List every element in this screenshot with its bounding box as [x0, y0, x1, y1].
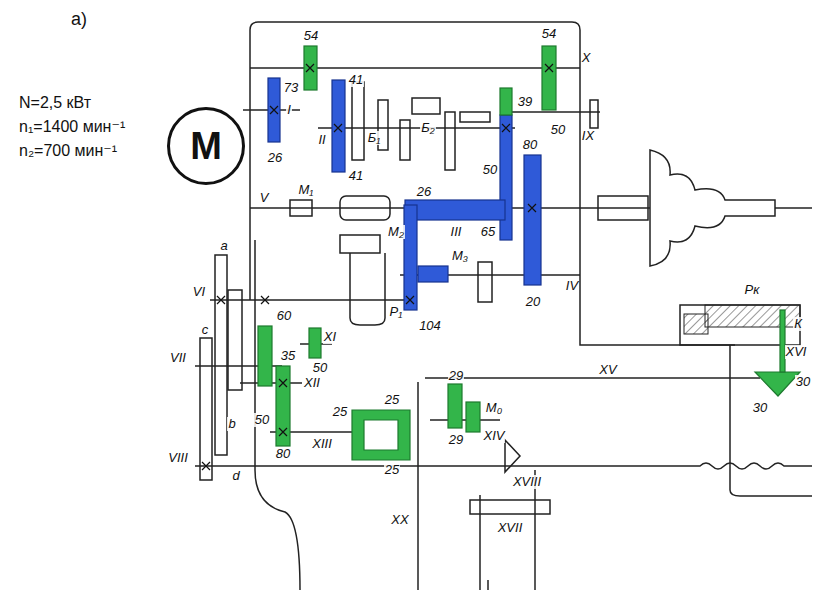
block-name: Б₂: [420, 121, 435, 135]
gear-teeth-number: 73: [283, 81, 299, 95]
shaft-number: II: [317, 133, 326, 147]
shaft-number: XIII: [311, 437, 333, 451]
clutch-name: M₂: [387, 225, 405, 239]
handle-name: Р₁: [389, 305, 404, 319]
gear-teeth-number: 29: [448, 369, 464, 383]
gear-teeth-number: 54: [541, 27, 557, 41]
gear-teeth-number: 20: [525, 295, 541, 309]
shaft-number: X: [581, 51, 592, 65]
shaft-number: XIV: [483, 429, 506, 443]
shaft-number: IV: [565, 279, 579, 293]
shaft-number: XV: [598, 363, 617, 377]
gear-teeth-number: 60: [276, 309, 292, 323]
shaft-number: V: [259, 191, 270, 205]
gear-teeth-number: 54: [303, 29, 319, 43]
clutch-name: M₁: [298, 183, 315, 197]
gear-letter: d: [231, 469, 240, 483]
gear-letter: a: [219, 239, 228, 253]
gear-teeth-number: 80: [275, 447, 291, 461]
motor-spec: N=2,5 кВт: [18, 94, 92, 112]
gear-letter: c: [201, 323, 210, 337]
gear-teeth-number: 41: [348, 169, 364, 183]
shaft-number: XI: [323, 330, 337, 344]
clutch-name: M₃: [451, 249, 469, 263]
gear-teeth-number: 30: [752, 401, 768, 415]
gear-teeth-number: 80: [522, 138, 538, 152]
gear-teeth-number: 65: [480, 225, 496, 239]
motor-spec: n₂=700 мин⁻¹: [18, 142, 118, 160]
gear-teeth-number: 26: [267, 151, 283, 165]
shaft-number: XII: [303, 376, 321, 390]
shaft-number: XVII: [497, 521, 524, 535]
gear-teeth-number: 104: [418, 319, 442, 333]
gear-teeth-number: 50: [254, 413, 270, 427]
shaft-number: I: [286, 103, 292, 117]
motor-letter: M: [190, 125, 222, 168]
gear-teeth-number: 29: [448, 433, 464, 447]
gear-teeth-number: 25: [332, 405, 348, 419]
gear-teeth-number: 25: [384, 463, 400, 477]
part-name: Рк: [744, 283, 761, 297]
block-name: Б₁: [367, 131, 382, 145]
gear-letter: b: [227, 417, 236, 431]
gear-teeth-number: 50: [312, 361, 328, 375]
gear-teeth-number: 25: [384, 393, 400, 407]
gear-teeth-number: 50: [482, 163, 498, 177]
gear-teeth-number: 39: [517, 95, 533, 109]
shaft-number: VII: [169, 351, 187, 365]
shaft-number: XVIII: [512, 475, 542, 489]
shaft-number: XX: [390, 513, 409, 527]
shaft-number: IX: [581, 129, 595, 143]
shaft-number: XVI: [785, 345, 808, 359]
gear-teeth-number: 35: [280, 349, 296, 363]
shaft-number: VI: [192, 285, 206, 299]
part-name: К: [793, 317, 803, 331]
figure-tag: а): [70, 10, 88, 30]
gear-teeth-number: 26: [416, 185, 432, 199]
motor-spec: n₁=1400 мин⁻¹: [18, 118, 126, 136]
gear-teeth-number: 50: [550, 123, 566, 137]
gear-teeth-number: 41: [348, 73, 364, 87]
shaft-number: III: [450, 225, 463, 239]
shaft-number: VIII: [167, 451, 189, 465]
motor-circle: M: [167, 107, 245, 185]
clutch-name: M₀: [485, 401, 503, 415]
gear-teeth-number: 30: [795, 375, 811, 389]
